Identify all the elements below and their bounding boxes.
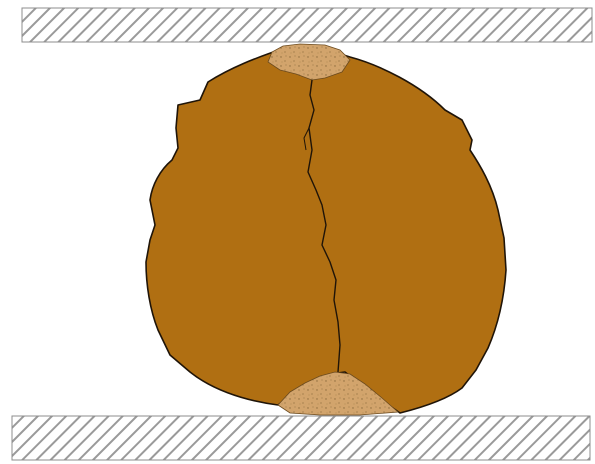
bottom-platen	[12, 416, 590, 460]
rock-specimen	[146, 47, 506, 413]
top-platen	[22, 8, 592, 42]
